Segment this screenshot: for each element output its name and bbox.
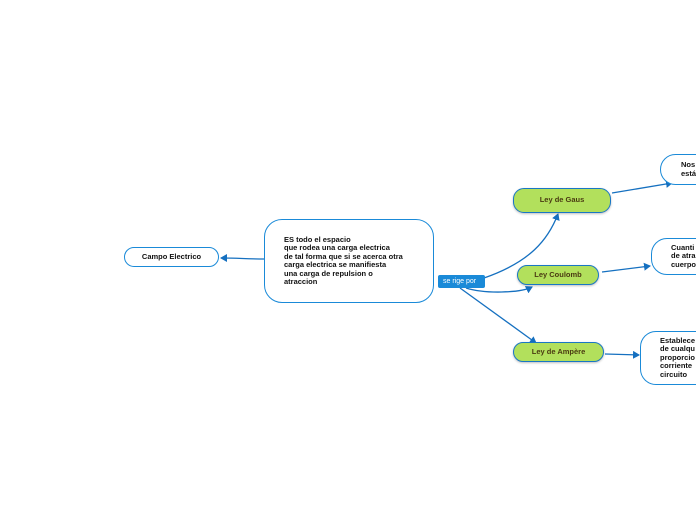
- ley-gaus-node[interactable]: Ley de Gaus: [513, 188, 611, 213]
- ley-gaus-label: Ley de Gaus: [539, 195, 585, 205]
- ley-ampere-label: Ley de Ampère: [531, 346, 586, 356]
- root-definition-text: ES todo el espacio que rodea una carga e…: [284, 234, 403, 286]
- ley-coulomb-node[interactable]: Ley Coulomb: [517, 265, 599, 285]
- gaus-detail-node[interactable]: Nos está: [660, 154, 696, 185]
- link-gaus-to-detail: [611, 180, 673, 194]
- link-ampere-to-detail: [604, 350, 640, 359]
- ampere-detail-text: Establece de cualqu proporcio corriente …: [660, 335, 696, 379]
- link-root-to-campo: [220, 254, 265, 263]
- campo-electrico-label: Campo Electrico: [141, 251, 202, 261]
- relation-label[interactable]: se rige por: [438, 275, 485, 288]
- relation-label-text: se rige por: [443, 278, 477, 285]
- campo-electrico-node[interactable]: Campo Electrico: [124, 247, 219, 267]
- gaus-detail-text: Nos está: [681, 160, 696, 178]
- ampere-detail-node[interactable]: Establece de cualqu proporcio corriente …: [640, 331, 696, 385]
- coulomb-detail-node[interactable]: Cuanti de atra cuerpo: [651, 238, 696, 275]
- coulomb-detail-text: Cuanti de atra cuerpo: [671, 242, 696, 269]
- root-definition-node[interactable]: ES todo el espacio que rodea una carga e…: [264, 219, 434, 303]
- ley-ampere-node[interactable]: Ley de Ampère: [513, 342, 604, 362]
- link-label-to-coulomb: [465, 286, 533, 294]
- link-coulomb-to-detail: [601, 262, 651, 273]
- link-label-to-gaus: [483, 213, 560, 279]
- ley-coulomb-label: Ley Coulomb: [534, 269, 582, 279]
- link-label-to-ampere: [459, 287, 537, 344]
